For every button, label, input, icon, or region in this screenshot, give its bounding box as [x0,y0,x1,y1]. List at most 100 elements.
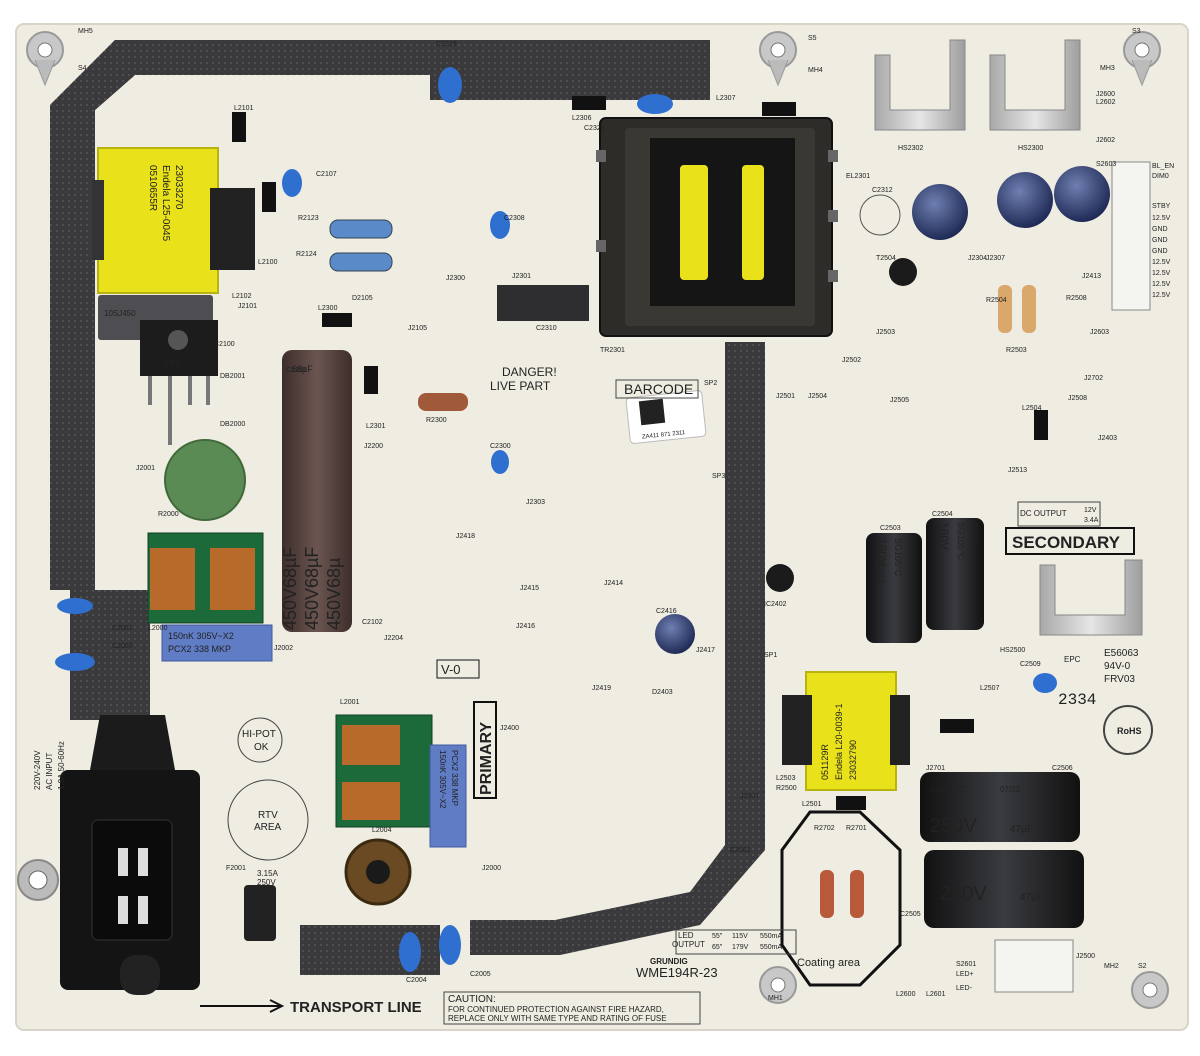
refdes-tr2301: TR2301 [600,347,625,354]
cap-c2506-date: 07/23 [1000,785,1021,794]
rtv-label: RTV [258,810,278,821]
refdes-c2416: C2416 [656,608,677,615]
heatsink-hs2500 [1039,559,1143,636]
mounting-hole-mh2 [1131,971,1169,1009]
hipot-ok-label: OK [254,742,269,753]
refdes-l2300: L2300 [318,305,338,312]
refdes-j2501: J2501 [776,393,795,400]
refdes-sp2: SP2 [704,380,717,387]
refdes-r2300: R2300 [426,417,447,424]
transformer-tr2301 [596,117,838,337]
flammability-rating: 94V-0 [1104,661,1131,672]
refdes-s4: S4 [78,65,87,72]
caution-line-2: FOR CONTINUED PROTECTION AGAINST FIRE HA… [448,1005,664,1014]
refdes-l2602: L2602 [1096,99,1116,106]
live-part-label: LIVE PART [490,379,551,393]
refdes-l2101: L2101 [234,105,254,112]
refdes-j2502: J2502 [842,357,861,364]
diodes [232,96,1048,810]
refdes-j2504: J2504 [808,393,827,400]
led-table-r0c0: 55" [712,933,723,940]
cap-c2504-label-1: 160V [937,522,951,550]
refdes-r2123: R2123 [298,215,319,222]
refdes-c2509: C2509 [1020,661,1041,668]
connector-labels: BL_EN DIM0 STBY 12.5V GND GND GND 12.5V … [1152,163,1174,299]
refdes-c2001: C2001 [112,625,133,632]
pin-label-7: 12.5V [1152,259,1171,266]
refdes-r2508: R2508 [1066,295,1087,302]
varistor [164,439,246,521]
refdes-j2204: J2204 [384,635,403,642]
heatsink-hs2300 [989,39,1081,131]
led-table-r0c2: 550mA [760,933,783,940]
trafo-right-label-2: Endela L20-0039-1 [834,703,844,780]
trafo-right-label-1: 051129R [820,744,830,780]
refdes-c2312: C2312 [872,187,893,194]
refdes-l2102: L2102 [232,293,252,300]
epc-label: EPC [1064,655,1081,664]
ac-input-current: 1.8A,50-60Hz [57,741,66,790]
barcode-label: BARCODE [624,381,693,397]
refdes-j2303: J2303 [526,499,545,506]
refdes-r2503: R2503 [1006,347,1027,354]
refdes-c2319: C2319 [436,41,457,48]
refdes-s3: S3 [1132,28,1141,35]
refdes-el2301: EL2301 [846,173,870,180]
bridge-label: GBU [162,358,182,368]
refdes-d2105: D2105 [352,295,373,302]
transformer-left [92,147,255,294]
refdes-j2600: J2600 [1096,91,1115,98]
cap-c2506-cap: 47µF [1010,824,1033,835]
pin-label-6: GND [1152,248,1168,255]
mounting-hole-mh5 [26,31,64,87]
refdes-led-: LED+ [956,971,974,978]
choke-l2000 [147,532,264,624]
barcode-sticker [625,390,707,444]
x-cap-1-label-2: PCX2 338 MKP [168,644,231,654]
pin-label-4: GND [1152,226,1168,233]
trafo-left-label-2: Endela L25-0045 [160,165,171,242]
refdes-r2124: R2124 [296,251,317,258]
led-output-label-2: OUTPUT [672,940,705,949]
refdes-l2501: L2501 [802,801,822,808]
refdes-l2001: L2001 [340,699,360,706]
refdes-l2306: L2306 [572,115,592,122]
pin-label-10: 12.5V [1152,292,1171,299]
pin-label-9: 12.5V [1152,281,1171,288]
refdes-c2308: C2308 [504,215,525,222]
refdes-sp3: SP3 [712,473,725,480]
cap-c2504-label-3: 05/22 [970,522,980,545]
refdes-hs2300: HS2300 [1018,145,1043,152]
resistors [329,219,1036,918]
cap-c2505-cap: 47µF [1020,892,1043,903]
refdes-c2004: C2004 [406,977,427,984]
refdes-j2400: J2400 [500,725,519,732]
refdes-hs2302: HS2302 [898,145,923,152]
refdes-led-: LED- [956,985,973,992]
dc-voltage: 12V [1084,507,1097,514]
refdes-sp1: SP1 [764,652,777,659]
refdes-j2418: J2418 [456,533,475,540]
refdes-j2500: J2500 [1076,953,1095,960]
coating-area-label: Coating area [797,957,861,969]
refdes-l2503: L2503 [776,775,796,782]
pin-label-5: GND [1152,237,1168,244]
transport-line-label: TRANSPORT LINE [290,999,422,1016]
main-cap-label-2: 450V68µF [302,547,322,630]
refdes-j2304: J2304 [968,255,987,262]
refdes-l2301: L2301 [366,423,386,430]
refdes-j2300: J2300 [446,275,465,282]
refdes-c2504: C2504 [932,511,953,518]
ac-inlet [60,715,200,995]
capacitor-c2505: 250V 47µF [924,850,1084,928]
electrolytic-c2416 [655,614,695,654]
refdes-j2414: J2414 [604,580,623,587]
signal-connector [1111,161,1151,311]
ac-input-voltage: 220V-240V [33,750,42,790]
refdes-c2501: C2501 [730,847,751,854]
refdes-c2000: C2000 [112,643,133,650]
y-capacitors [55,67,1057,972]
refdes-d2403: D2403 [652,689,673,696]
refdes-s2: S2 [1138,963,1147,970]
